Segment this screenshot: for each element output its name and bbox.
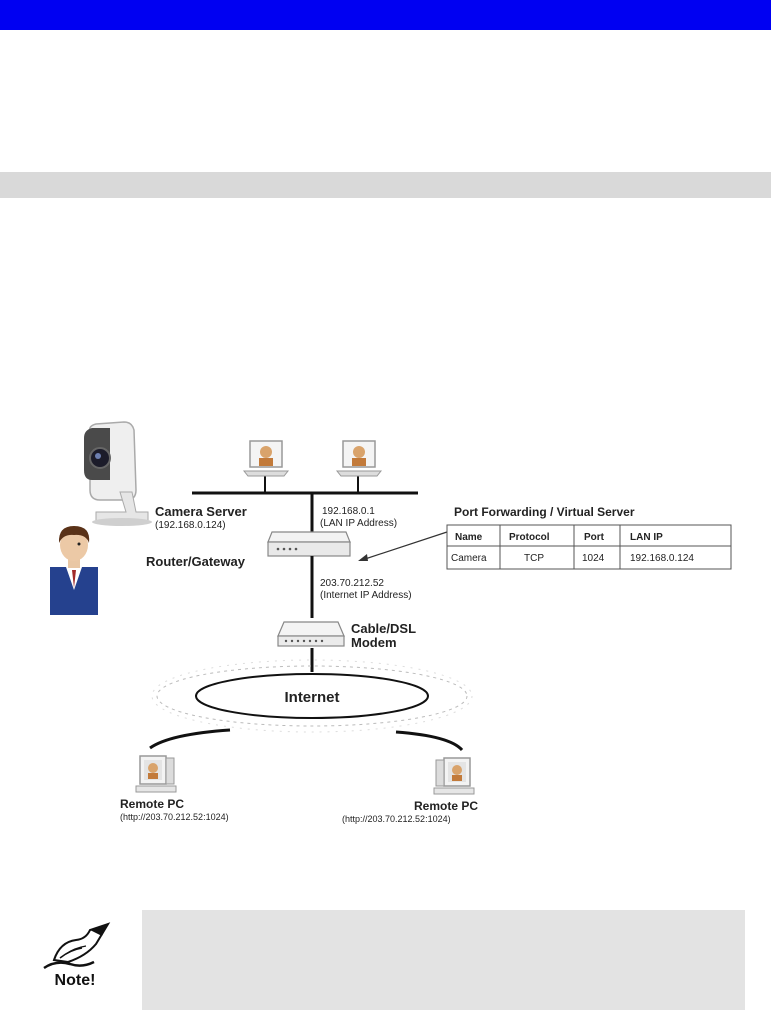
remote-pc-icon bbox=[135, 755, 177, 793]
wan-ip-caption: (Internet IP Address) bbox=[320, 590, 412, 601]
table-header-cell: Name bbox=[455, 532, 483, 543]
note-label: Note! bbox=[54, 972, 96, 989]
pen-writing-icon bbox=[43, 922, 111, 970]
lan-pc-icon bbox=[242, 440, 290, 477]
camera-icon bbox=[84, 421, 152, 526]
lan-pc-icon bbox=[335, 440, 383, 477]
lan-ip-address: 192.168.0.1 bbox=[322, 506, 375, 517]
modem-label-line2: Modem bbox=[351, 635, 397, 650]
header-bar bbox=[0, 0, 771, 30]
remote-pc-right-url: (http://203.70.212.52:1024) bbox=[342, 814, 451, 824]
lan-ip-caption: (LAN IP Address) bbox=[320, 518, 397, 529]
note-box bbox=[142, 910, 745, 1010]
internet-cloud-icon bbox=[151, 659, 473, 733]
internet-label: Internet bbox=[284, 689, 339, 706]
table-header-cell: LAN IP bbox=[630, 532, 663, 543]
remote-pc-icon bbox=[433, 757, 475, 795]
table-cell: 192.168.0.124 bbox=[630, 553, 694, 564]
router-gateway-label: Router/Gateway bbox=[146, 554, 246, 569]
table-header-cell: Protocol bbox=[509, 532, 550, 543]
table-cell: TCP bbox=[524, 553, 544, 564]
table-header-cell: Port bbox=[584, 532, 605, 543]
section-heading-bar bbox=[0, 172, 771, 198]
router-icon bbox=[267, 531, 351, 557]
remote-pc-right-label: Remote PC bbox=[414, 799, 478, 813]
camera-server-label: Camera Server bbox=[155, 504, 247, 519]
network-diagram: Camera Server (192.168.0.124) 192.168.0.… bbox=[0, 400, 771, 850]
remote-pc-left-label: Remote PC bbox=[120, 797, 184, 811]
modem-label-line1: Cable/DSL bbox=[351, 621, 416, 636]
port-forwarding-title: Port Forwarding / Virtual Server bbox=[454, 505, 635, 519]
modem-icon bbox=[277, 621, 345, 647]
port-forwarding-table: Name Protocol Port LAN IP Camera TCP 102… bbox=[446, 524, 732, 570]
table-cell: 1024 bbox=[582, 553, 605, 564]
camera-server-ip: (192.168.0.124) bbox=[155, 520, 226, 531]
remote-pc-left-url: (http://203.70.212.52:1024) bbox=[120, 812, 229, 822]
forwarding-arrow bbox=[361, 531, 448, 561]
table-cell: Camera bbox=[451, 553, 487, 564]
user-person-icon bbox=[50, 526, 98, 615]
wan-ip-address: 203.70.212.52 bbox=[320, 578, 384, 589]
